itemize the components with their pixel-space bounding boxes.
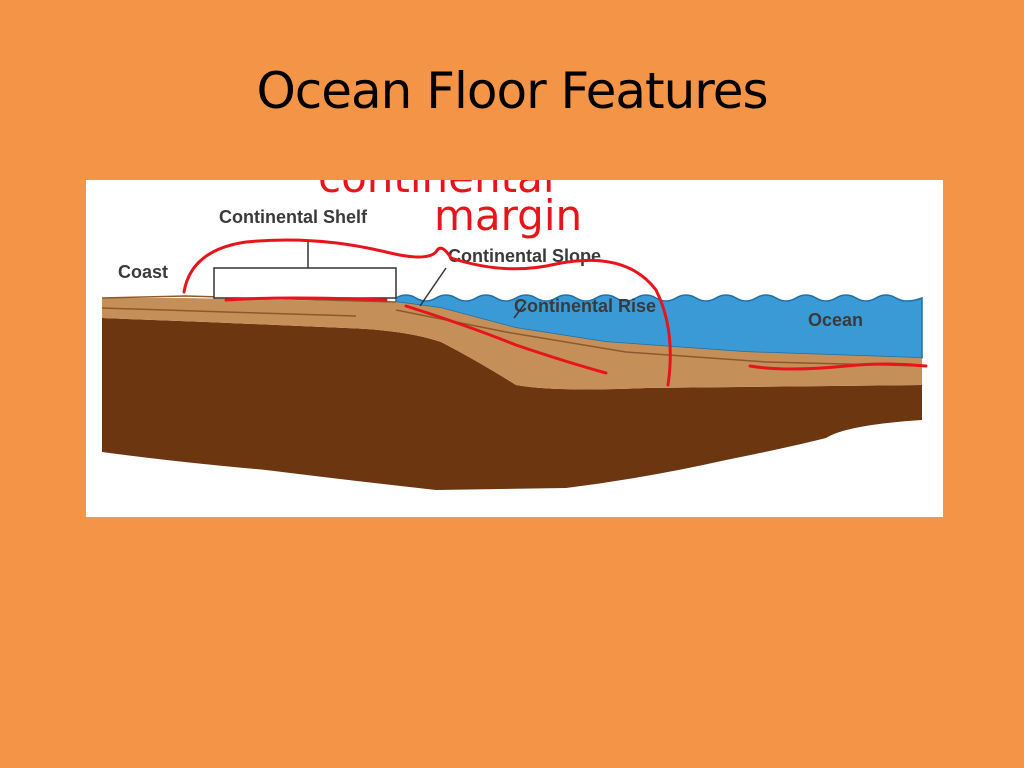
land-surface [101, 295, 397, 303]
slope-pointer [419, 267, 447, 307]
sediment-stripe [395, 309, 923, 367]
label-coast: Coast [118, 262, 168, 282]
sediment-stripe-lower [101, 307, 357, 317]
shelf-bracket [213, 267, 397, 299]
label-continental-rise: Continental Rise [514, 296, 656, 316]
label-ocean: Ocean [808, 310, 863, 330]
annotation-slope-line [404, 304, 608, 375]
bedrock-layer [102, 318, 922, 490]
slide-title: Ocean Floor Features [256, 62, 768, 120]
annotation-margin-arc [182, 238, 672, 387]
ocean-floor-diagram: Continental Shelf Coast Continental Slop… [86, 180, 943, 517]
annotation-shelf-underline [224, 296, 388, 302]
annotation-rise-line [748, 362, 928, 371]
annotation-continental: continental [318, 180, 555, 202]
bedrock-bump [221, 331, 276, 348]
label-continental-shelf: Continental Shelf [219, 207, 368, 227]
label-continental-slope: Continental Slope [448, 246, 601, 266]
rise-pointer [513, 301, 527, 319]
ocean-floor-svg: Continental Shelf Coast Continental Slop… [101, 180, 928, 490]
annotation-margin: margin [434, 191, 582, 240]
